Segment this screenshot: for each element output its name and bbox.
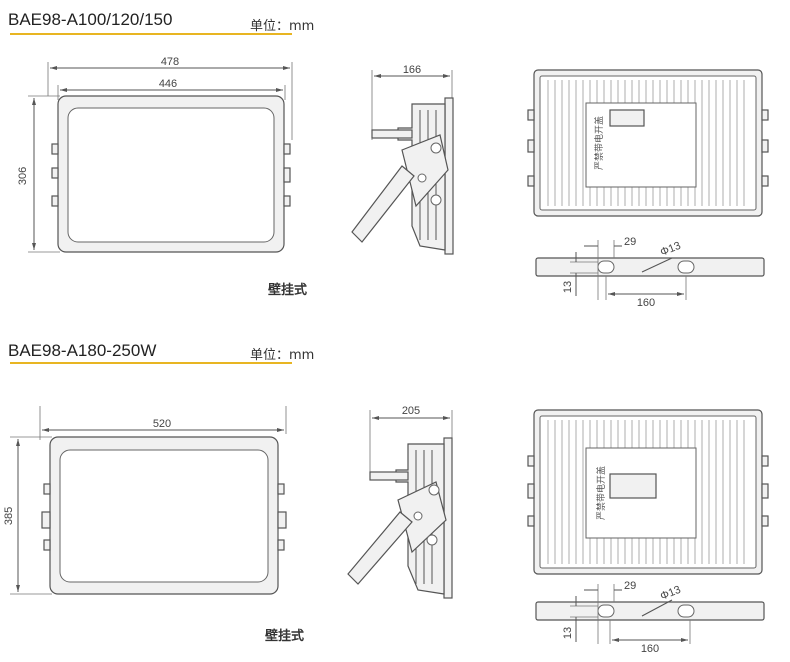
dim-bracket-edge-2: 29 (624, 580, 636, 592)
mount-type-label-1: 壁挂式 (268, 283, 308, 298)
dim-bracket-thickness-2: 13 (562, 627, 574, 639)
front-view-1: 478 446 306 (17, 56, 293, 253)
mount-type-label-2: 壁挂式 (265, 629, 305, 644)
back-view-2: 严禁带电开盖 (527, 409, 769, 575)
bracket-1: 29 Φ13 160 13 (535, 236, 765, 309)
warning-plate-text-2: 严禁带电开盖 (595, 466, 607, 520)
dim-height-2: 385 (3, 507, 15, 525)
dim-bracket-edge-1: 29 (624, 236, 636, 248)
unit-label-2: 单位：mm (250, 348, 315, 363)
dim-height-1: 306 (17, 167, 29, 185)
title-underline-2 (10, 362, 292, 364)
dim-side-depth-2: 205 (402, 405, 420, 417)
dim-side-depth-1: 166 (403, 64, 421, 76)
bracket-2: 29 Φ13 160 13 (535, 580, 765, 655)
dim-bracket-spacing-1: 160 (637, 297, 655, 309)
side-view-1: 166 (351, 64, 454, 255)
model-title-1: BAE98-A100/120/150 (8, 10, 173, 29)
dim-bracket-thickness-1: 13 (562, 281, 574, 293)
dim-bracket-hole-2: Φ13 (659, 584, 683, 603)
dim-bracket-spacing-2: 160 (641, 643, 659, 655)
warning-plate-text-1: 严禁带电开盖 (593, 116, 605, 170)
side-view-2: 205 (347, 405, 453, 599)
title-underline-1 (10, 33, 292, 35)
back-view-1: 严禁带电开盖 (527, 69, 769, 217)
unit-label-1: 单位：mm (250, 19, 315, 34)
dim-outer-width-1: 478 (161, 56, 179, 68)
model-title-2: BAE98-A180-250W (8, 341, 157, 360)
dim-width-2: 520 (153, 418, 171, 430)
dim-inner-width-1: 446 (159, 78, 177, 90)
front-view-2: 520 385 (3, 406, 287, 595)
dim-bracket-hole-1: Φ13 (659, 240, 683, 259)
